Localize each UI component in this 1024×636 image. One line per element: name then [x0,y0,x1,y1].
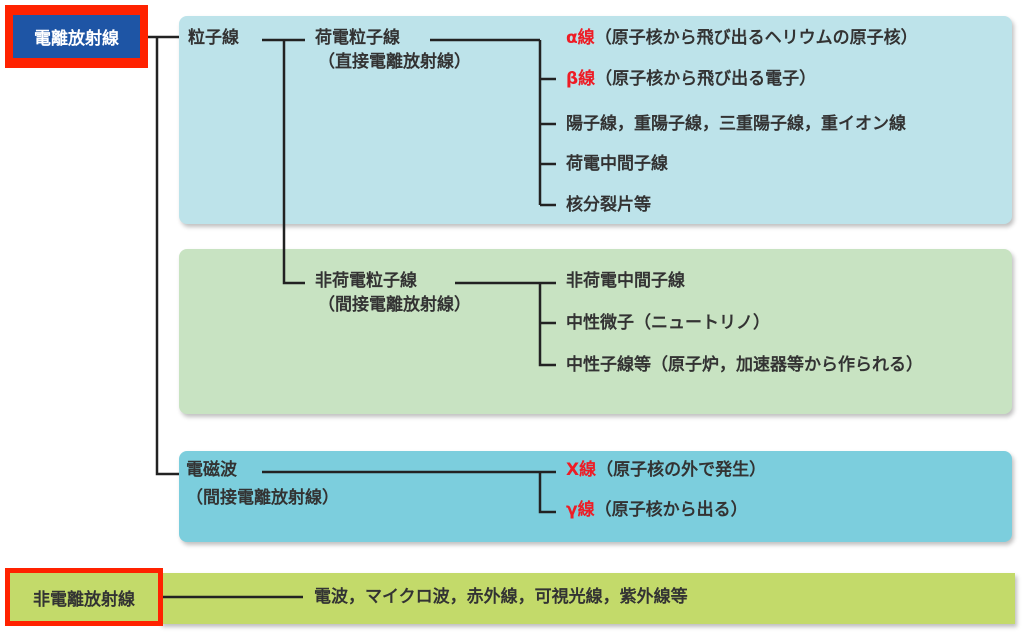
non-ionizing-label: 非電離放射線 [33,589,135,610]
uncharged-label: 非荷電粒子線 [315,271,417,291]
uncharged-item: 中性子線等（原子炉，加速器等から作られる） [566,355,923,375]
charged-item: 核分裂片等 [566,195,651,215]
charged-item: α線（原子核から飛び出るヘリウムの原子核） [566,28,918,48]
charged-item: 荷電中間子線 [566,154,668,174]
charged-sub: （直接電離放射線） [318,52,471,72]
uncharged-item: 非荷電中間子線 [566,271,685,291]
non-ionizing-box: 非電離放射線 [5,568,163,626]
particle-label: 粒子線 [188,28,239,48]
em-item: γ線（原子核から出る） [566,500,748,520]
root-label: 電離放射線 [13,15,140,58]
uncharged-sub: （間接電離放射線） [318,295,471,315]
uncharged-panel [179,249,1012,414]
non-ionizing-panel [160,573,1015,624]
charged-item: β線（原子核から飛び出る電子） [566,69,817,89]
em-item: X線（原子核の外で発生） [566,460,767,480]
em-label: 電磁波 [186,460,237,480]
em-panel [179,451,1012,542]
uncharged-item: 中性微子（ニュートリノ） [566,313,770,333]
charged-label: 荷電粒子線 [315,28,400,48]
particle-panel [179,16,1012,224]
em-sub: （間接電離放射線） [186,488,339,508]
charged-item: 陽子線，重陽子線，三重陽子線，重イオン線 [566,114,906,134]
root-box: 電離放射線 [5,5,148,68]
non-ionizing-items: 電波，マイクロ波，赤外線，可視光線，紫外線等 [314,587,688,607]
